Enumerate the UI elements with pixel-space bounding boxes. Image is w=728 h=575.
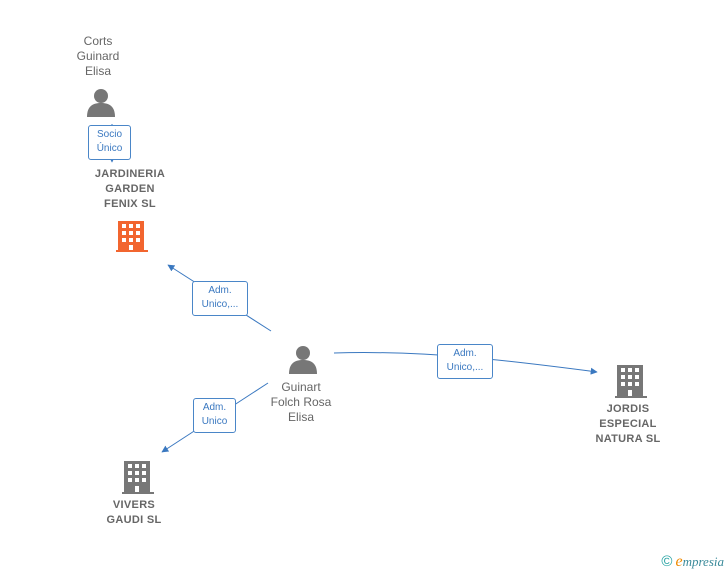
- person-icon[interactable]: [289, 346, 317, 374]
- copyright-symbol: ©: [661, 553, 673, 570]
- building-icon[interactable]: [122, 461, 154, 494]
- brand-name: mpresia: [682, 554, 724, 569]
- brand-initial: e: [675, 553, 683, 570]
- role-badge-adm-jardineria: Adm. Unico,...: [192, 281, 248, 316]
- person-label-corts[interactable]: Corts Guinard Elisa: [76, 34, 120, 78]
- company-label-vivers[interactable]: VIVERS GAUDI SL: [106, 499, 162, 526]
- building-icon[interactable]: [615, 365, 647, 398]
- company-label-jardineria[interactable]: JARDINERIA GARDEN FENIX SL: [94, 168, 166, 210]
- role-badge-adm-vivers: Adm. Unico: [193, 398, 236, 433]
- person-icon[interactable]: [87, 89, 115, 117]
- company-label-jordis[interactable]: JORDIS ESPECIAL NATURA SL: [595, 403, 661, 445]
- building-icon[interactable]: [116, 221, 148, 252]
- empresia-logo: ©empresia: [661, 553, 724, 571]
- role-badge-adm-jordis: Adm. Unico,...: [437, 344, 493, 379]
- person-label-guinart[interactable]: Guinart Folch Rosa Elisa: [270, 380, 332, 424]
- role-badge-socio: Socio Único: [88, 125, 131, 160]
